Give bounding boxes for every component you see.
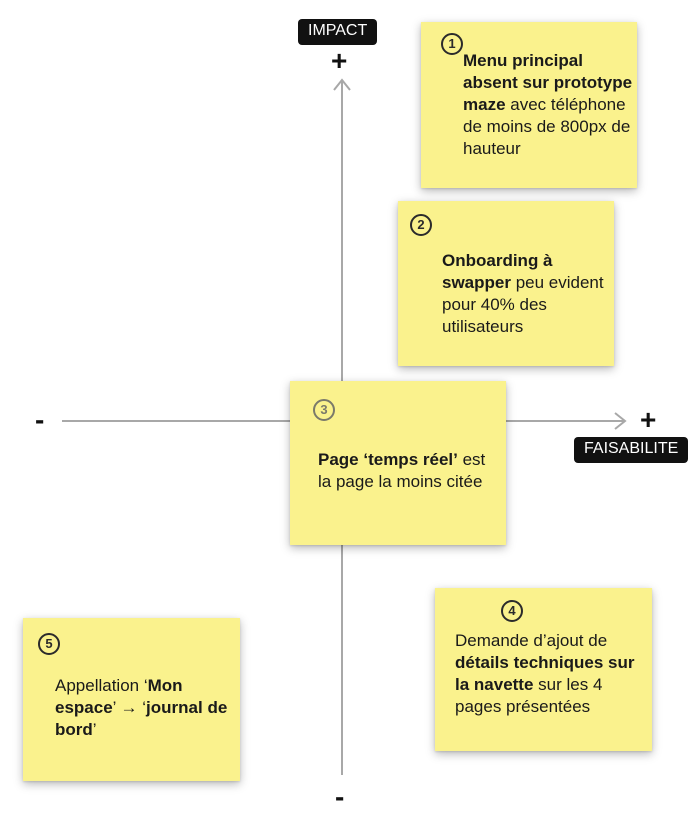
note-prefix-text: Demande d’ajout de xyxy=(455,631,608,650)
note-regular-text: ’ xyxy=(92,720,97,739)
sticky-note-4[interactable]: 4 Demande d’ajout de détails techniques … xyxy=(435,588,652,751)
note-text: Onboarding à swapper peu evident pour 40… xyxy=(442,250,604,338)
impact-plus-sign: + xyxy=(331,45,348,76)
horizontal-axis-arrowhead xyxy=(614,412,627,430)
impact-minus-sign: - xyxy=(335,781,345,812)
vertical-axis-arrowhead xyxy=(333,78,351,91)
note-text: Appellation ‘Mon espace’ → ‘journal de b… xyxy=(55,675,235,741)
note-number-badge: 4 xyxy=(501,600,523,622)
note-text: Page ‘temps réel’ est la page la moins c… xyxy=(318,449,498,493)
note-regular-text: sur les 4 pages présentées xyxy=(455,675,603,716)
note-text: Demande d’ajout de détails techniques su… xyxy=(455,630,647,718)
note-prefix-text: Appellation ‘ xyxy=(55,676,148,695)
note-bold-text-2: journal de bord xyxy=(55,698,228,739)
sticky-note-5[interactable]: 5 Appellation ‘Mon espace’ → ‘journal de… xyxy=(23,618,240,781)
note-regular-text: est la page la moins citée xyxy=(318,450,486,491)
note-number-badge: 2 xyxy=(410,214,432,236)
note-text: Menu principal absent sur prototype maze… xyxy=(463,50,635,160)
note-middle-text: ’ → ‘ xyxy=(112,698,147,717)
note-number-badge: 3 xyxy=(313,399,335,421)
feasibility-axis-label: FAISABILITE xyxy=(574,437,689,463)
sticky-note-2[interactable]: 2 Onboarding à swapper peu evident pour … xyxy=(398,201,614,366)
feasibility-minus-sign: - xyxy=(35,404,45,435)
feasibility-plus-sign: + xyxy=(640,404,657,435)
sticky-note-3[interactable]: 3 Page ‘temps réel’ est la page la moins… xyxy=(290,381,506,545)
note-regular-text: avec téléphone de moins de 800px de haut… xyxy=(463,95,631,158)
note-bold-text: détails techniques sur la navette xyxy=(455,653,635,694)
note-bold-text: Menu principal absent sur prototype maze xyxy=(463,51,633,114)
sticky-note-1[interactable]: 1 Menu principal absent sur prototype ma… xyxy=(421,22,637,188)
note-bold-text: Page ‘temps réel’ xyxy=(318,450,458,469)
note-number-badge: 5 xyxy=(38,633,60,655)
note-number-badge: 1 xyxy=(441,33,463,55)
note-bold-text: Onboarding à swapper xyxy=(442,251,553,292)
impact-axis-label: IMPACT xyxy=(298,19,378,45)
note-bold-text: Mon espace xyxy=(55,676,183,717)
note-regular-text: peu evident pour 40% des utilisateurs xyxy=(442,273,604,336)
